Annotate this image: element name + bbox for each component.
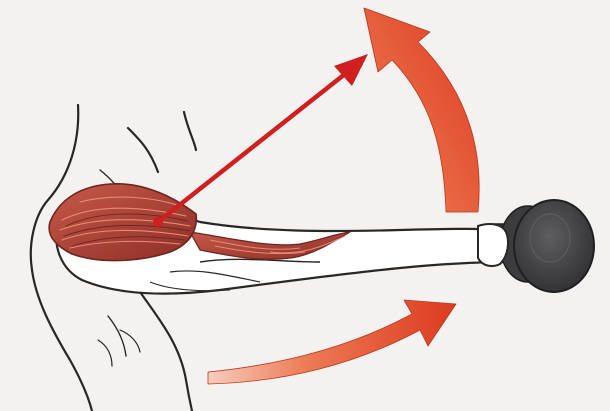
force-origin-dot <box>153 217 163 227</box>
hand <box>478 224 508 266</box>
raise-arrow-lower <box>208 300 456 384</box>
raise-arrow-upper <box>364 8 479 212</box>
deltoid-muscle <box>49 184 196 261</box>
force-vector-arrow <box>153 54 368 227</box>
dumbbell-outer-plate <box>514 200 594 292</box>
